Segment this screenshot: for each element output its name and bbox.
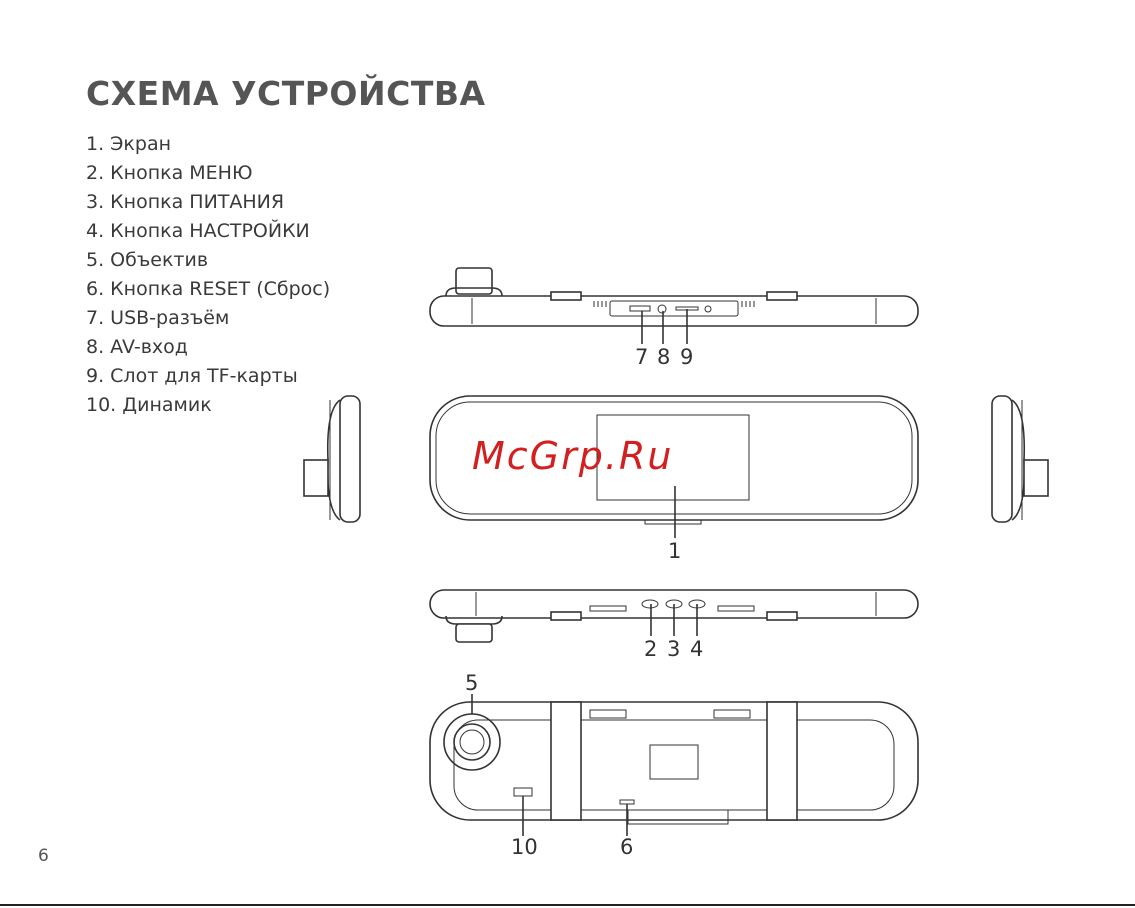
bottom-view (430, 590, 918, 642)
callout-4: 4 (690, 637, 703, 661)
watermark: McGrp.Ru (472, 434, 673, 478)
bottom-rule (0, 904, 1135, 906)
callout-6: 6 (620, 835, 633, 859)
page-number: 6 (38, 846, 49, 866)
right-side-view (992, 396, 1048, 522)
callout-1: 1 (668, 539, 681, 563)
callout-3: 3 (667, 637, 680, 661)
callout-9: 9 (680, 345, 693, 369)
back-view (430, 694, 918, 836)
top-view (430, 268, 918, 344)
callout-10: 10 (511, 835, 538, 859)
callout-7: 7 (635, 345, 648, 369)
callout-5: 5 (465, 671, 478, 695)
left-side-view (304, 396, 360, 522)
callout-2: 2 (644, 637, 657, 661)
callout-8: 8 (657, 345, 670, 369)
